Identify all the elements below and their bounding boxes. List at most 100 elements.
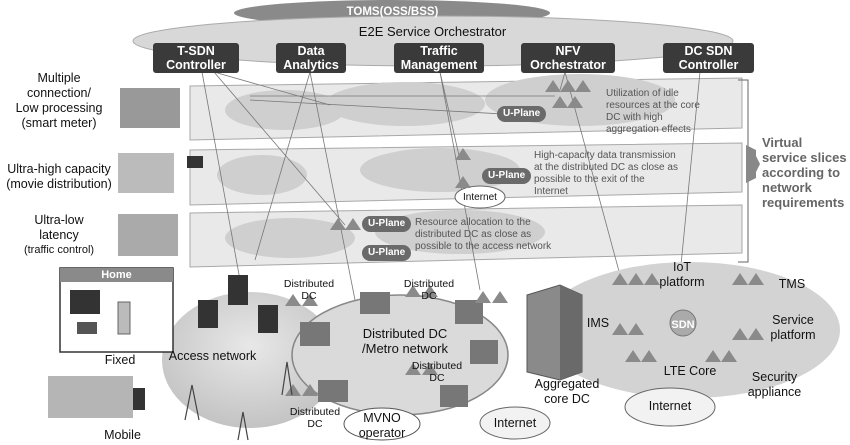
controller-data-analytics[interactable]: Data Analytics xyxy=(276,43,346,73)
security-appliance-label: Security appliance xyxy=(737,370,812,400)
plane-1-note-line3: DC with high xyxy=(606,112,663,123)
iot-line2: platform xyxy=(659,275,705,289)
controller-traffic-management-line2: Management xyxy=(400,58,478,72)
tms-label: TMS xyxy=(778,277,806,291)
plane-1-note-line2: resources at the core xyxy=(606,100,700,111)
home-label: Home xyxy=(101,269,132,281)
phone-icon xyxy=(133,388,145,410)
traffic-line2: latency xyxy=(39,228,79,242)
slices-line3: according to xyxy=(762,165,841,180)
tv-icon xyxy=(70,290,100,314)
plane-2-zone-a xyxy=(217,155,307,195)
iot-line1: IoT xyxy=(672,260,692,274)
uplane-badge-1: U-Plane xyxy=(497,106,547,122)
plane-2-zone-b xyxy=(360,148,520,192)
internet-cloud-right xyxy=(624,387,716,427)
use-case-traffic: Ultra-low latency (traffic control) xyxy=(0,213,118,258)
plane-3-zone-b xyxy=(375,210,545,254)
toms-label: TOMS(OSS/BSS) xyxy=(346,6,439,18)
metro-line2: /Metro network xyxy=(362,341,448,356)
mvno-ellipse xyxy=(343,407,421,441)
service-line1: Service xyxy=(772,313,814,327)
core-dc-building-side xyxy=(560,285,582,380)
mvno-line2: operator xyxy=(358,426,406,440)
internet-cloud-bottom xyxy=(479,406,551,440)
uplane-badge-2: U-Plane xyxy=(482,168,532,184)
plane-3-note: Resource allocation to the distributed D… xyxy=(415,217,575,253)
access-network-equipment xyxy=(198,275,278,333)
traffic-line3: (traffic control) xyxy=(23,244,95,256)
tv-device-icon xyxy=(187,156,203,168)
plane-1-note: Utilization of idle resources at the cor… xyxy=(606,88,731,136)
dc-servers xyxy=(300,292,498,407)
metro-line1: Distributed DC xyxy=(362,326,448,341)
controller-traffic-management-line1: Traffic xyxy=(420,44,458,58)
smart-meter-line2: connection/ xyxy=(27,86,91,100)
distributed-dc-label-1: Distributed DC xyxy=(283,278,335,302)
slices-line1: Virtual xyxy=(762,135,803,150)
internet-cloud-plane xyxy=(454,185,506,209)
use-case-movie: Ultra-high capacity (movie distribution) xyxy=(0,162,118,192)
controller-data-analytics-line1: Data xyxy=(297,44,325,58)
plane-1-note-line1: Utilization of idle xyxy=(606,88,679,99)
fixed-label: Fixed xyxy=(104,353,136,367)
plane-2-note: High-capacity data transmission at the d… xyxy=(534,150,739,198)
aggregated-core-label: Aggregated core DC xyxy=(527,377,607,407)
distributed-dc-label-4: Distributed DC xyxy=(289,406,341,430)
plane-3-note-line1: Resource allocation to the xyxy=(415,217,531,228)
aggregated-line1: Aggregated xyxy=(534,377,600,391)
traffic-line1: Ultra-low xyxy=(34,213,84,227)
mobile-label: Mobile xyxy=(104,428,141,442)
home-header xyxy=(60,268,173,282)
controller-t-sdn-line1: T-SDN xyxy=(177,44,215,58)
controller-data-analytics-line2: Analytics xyxy=(283,58,339,72)
mvno-label: MVNO operator xyxy=(344,411,420,441)
orchestrator-label: E2E Service Orchestrator xyxy=(358,24,507,39)
internet-label-bottom: Internet xyxy=(493,416,537,430)
slices-line5: requirements xyxy=(762,195,845,210)
sdn-hub xyxy=(669,309,697,337)
mvno-line1: MVNO xyxy=(363,411,401,425)
movie-line2: (movie distribution) xyxy=(6,177,112,191)
plane-3-zone-a xyxy=(225,218,355,258)
iot-platform-label: IoT platform xyxy=(652,260,712,290)
uplane-badge-3: U-Plane xyxy=(362,216,412,232)
slices-line2: service slices xyxy=(762,150,847,165)
controller-nfv-orchestrator-line2: Orchestrator xyxy=(530,58,606,72)
controller-t-sdn-line2: Controller xyxy=(166,58,226,72)
use-case-smart-meter: Multiple connection/ Low processing (sma… xyxy=(0,71,118,131)
cell-towers xyxy=(184,361,293,441)
plane-2-note-line1: High-capacity data transmission xyxy=(534,150,676,161)
security-line1: Security xyxy=(751,370,798,384)
metro-network-label: Distributed DC /Metro network xyxy=(335,326,475,356)
slices-arrow xyxy=(746,145,760,183)
service-platform-label: Service platform xyxy=(762,313,824,343)
security-line2: appliance xyxy=(747,385,802,399)
uplane-badge-4: U-Plane xyxy=(362,245,412,261)
router-icon xyxy=(117,301,131,335)
controller-dc-sdn[interactable]: DC SDN Controller xyxy=(663,43,754,73)
plane-2-note-line4: Internet xyxy=(534,186,568,197)
access-network-label: Access network xyxy=(168,349,257,363)
distributed-dc-label-2: Distributed DC xyxy=(403,278,455,302)
aggregated-line2: core DC xyxy=(544,392,590,406)
internet-label-right: Internet xyxy=(648,399,692,413)
plane-2-internet-label: Internet xyxy=(463,192,497,203)
lte-core-label: LTE Core xyxy=(663,364,717,378)
controller-traffic-management[interactable]: Traffic Management xyxy=(394,43,484,73)
slices-line4: network xyxy=(762,180,812,195)
plane-2-note-line2: at the distributed DC as close as xyxy=(534,162,678,173)
laptop-icon xyxy=(77,322,97,334)
plane-2-note-line3: possible to the exit of the xyxy=(534,174,645,185)
controller-t-sdn[interactable]: T-SDN Controller xyxy=(153,43,239,73)
smart-meter-image xyxy=(120,88,180,128)
smart-meter-line1: Multiple xyxy=(37,71,81,85)
controller-nfv-orchestrator[interactable]: NFV Orchestrator xyxy=(521,43,615,73)
traffic-image xyxy=(118,214,178,256)
plane-1-zone-b xyxy=(325,82,485,126)
controller-nfv-orchestrator-line1: NFV xyxy=(555,44,581,58)
movie-line1: Ultra-high capacity xyxy=(7,162,111,176)
movie-image xyxy=(118,153,174,193)
controller-dc-sdn-line1: DC SDN xyxy=(684,44,733,58)
